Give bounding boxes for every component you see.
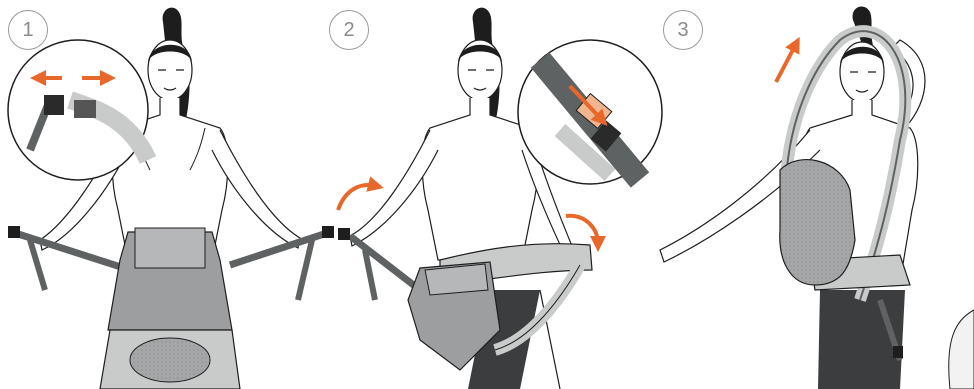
panel-step-1 [8, 8, 334, 389]
strap-left [12, 232, 130, 270]
strap-left [350, 236, 420, 290]
strap-right-end [298, 240, 312, 300]
buckle-icon [338, 228, 350, 240]
carrier-panel [780, 160, 855, 285]
diagonal-arrow-icon [776, 44, 796, 82]
buckle-icon [8, 226, 20, 238]
buckle-icon [322, 226, 334, 238]
buckle-icon [44, 95, 64, 115]
curved-arrow-icon [566, 216, 598, 244]
carrier-hood [135, 228, 205, 268]
carrier-hood [425, 264, 488, 295]
partial-figure-edge [949, 310, 974, 389]
panel-step-3 [660, 6, 974, 389]
panel-step-2 [338, 8, 662, 389]
buckle-icon [893, 346, 903, 358]
curved-arrow-icon [338, 185, 376, 210]
buckle-icon [74, 100, 96, 118]
carrier-seat [130, 338, 210, 382]
